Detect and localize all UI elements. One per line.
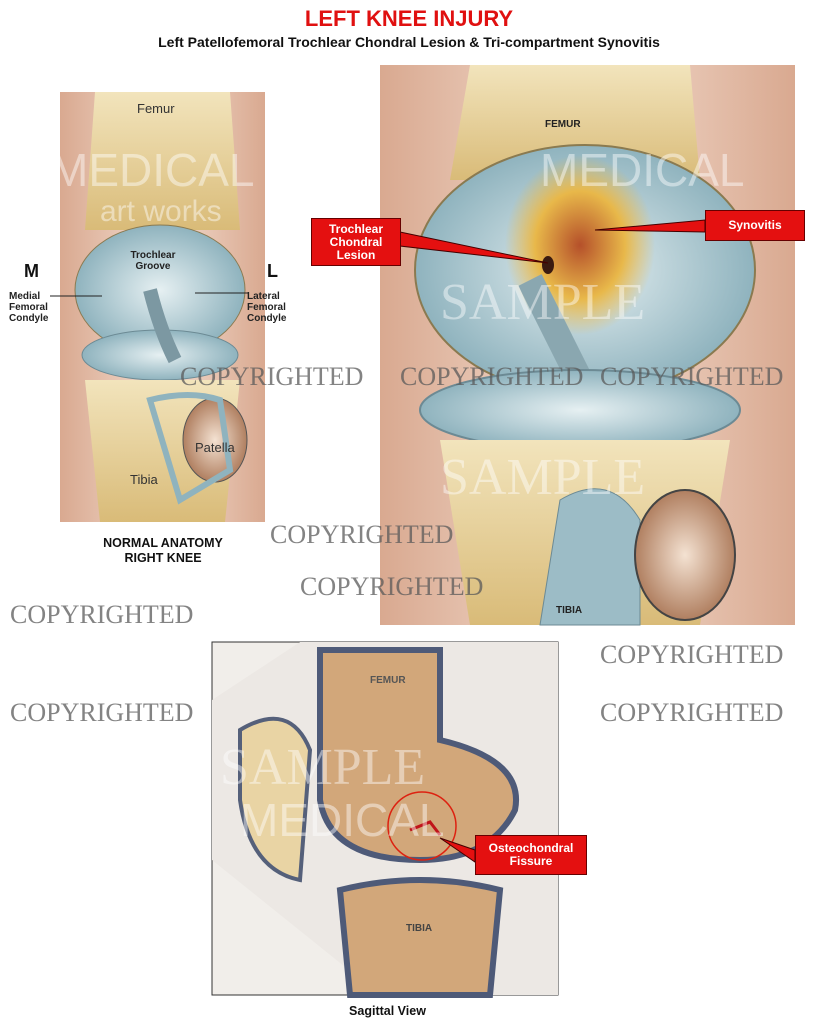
callout-osteochondral-fissure: Osteochondral Fissure xyxy=(475,835,587,875)
watermark-copyright: COPYRIGHTED xyxy=(10,600,194,629)
watermark-brand: MEDICAL xyxy=(50,144,255,196)
label-tibia-normal: Tibia xyxy=(130,472,158,487)
watermark-brand: MEDICAL xyxy=(240,794,445,846)
label-tibia-injury: TIBIA xyxy=(556,605,583,616)
watermark-sample: SAMPLE xyxy=(220,739,426,796)
label-trochlear-groove: Trochlear Groove xyxy=(130,250,176,272)
watermark-brand-sub: art works xyxy=(100,195,222,228)
watermark-brand: MEDICAL xyxy=(540,144,745,196)
label-patella: Patella xyxy=(195,440,235,455)
watermark-copyright: COPYRIGHTED xyxy=(600,698,784,727)
watermark-sample: SAMPLE xyxy=(440,274,646,331)
label-femur-injury: FEMUR xyxy=(545,119,581,130)
watermark-copyright: COPYRIGHTED xyxy=(400,362,584,391)
callout-trochlear-chondral-lesion: Trochlear Chondral Lesion xyxy=(311,218,401,266)
watermark-copyright: COPYRIGHTED xyxy=(600,640,784,669)
marker-medial: M xyxy=(24,261,39,281)
caption-sagittal-view: Sagittal View xyxy=(349,1004,426,1018)
watermark-copyright: COPYRIGHTED xyxy=(600,362,784,391)
callout-synovitis: Synovitis xyxy=(705,210,805,241)
watermark-copyright: COPYRIGHTED xyxy=(300,572,484,601)
marker-lateral: L xyxy=(267,261,278,281)
label-femur-sagittal: FEMUR xyxy=(370,675,406,686)
label-lateral-condyle: Lateral Femoral Condyle xyxy=(247,291,287,324)
sagittal-knee-drawing xyxy=(211,641,559,998)
label-femur-normal: Femur xyxy=(137,101,175,116)
watermark-copyright: COPYRIGHTED xyxy=(270,520,454,549)
watermark-copyright: COPYRIGHTED xyxy=(10,698,194,727)
page-title: LEFT KNEE INJURY xyxy=(304,6,514,31)
caption-line2: RIGHT KNEE xyxy=(124,551,202,565)
label-tibia-sagittal: TIBIA xyxy=(406,923,433,934)
caption-line1: NORMAL ANATOMY xyxy=(103,536,223,550)
watermark-sample: SAMPLE xyxy=(440,449,646,506)
injury-knee-drawing xyxy=(380,65,795,626)
label-medial-condyle: Medial Femoral Condyle xyxy=(9,291,49,324)
watermark-copyright: COPYRIGHTED xyxy=(180,362,364,391)
caption-normal-anatomy: NORMAL ANATOMY RIGHT KNEE xyxy=(83,536,243,566)
normal-knee-drawing xyxy=(50,92,265,522)
page-subtitle: Left Patellofemoral Trochlear Chondral L… xyxy=(158,34,660,50)
